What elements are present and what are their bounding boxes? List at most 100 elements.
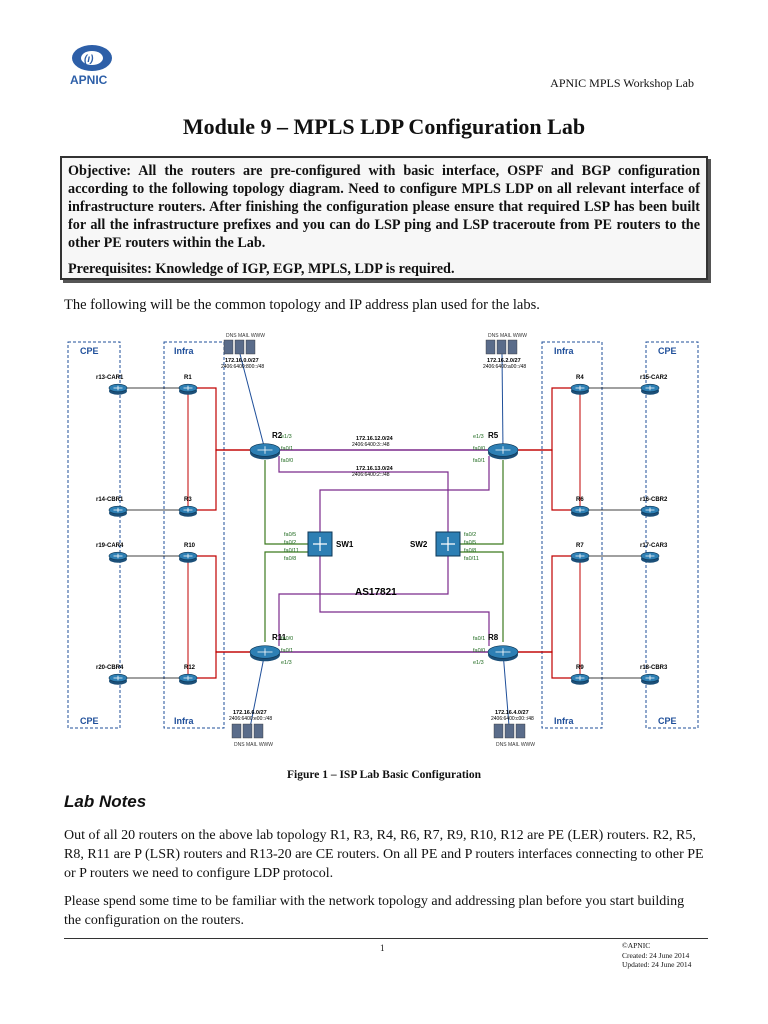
apnic-logo: (ı) APNIC — [64, 42, 118, 88]
infra-label-tr: Infra — [554, 346, 574, 356]
p-router-r8-arrows — [495, 648, 511, 656]
ce-router-r15-car2-arrows — [645, 385, 655, 391]
switch-sw1: SW1 — [307, 531, 354, 557]
server-1-caption: DNS MAIL WWW — [488, 333, 527, 339]
pe-router-r10: R10 — [178, 543, 198, 563]
server-2-caption: DNS MAIL WWW — [234, 742, 273, 748]
p-router-r5-arrows — [495, 446, 511, 454]
ce-router-r15-car2-label: r15-CAR2 — [640, 375, 668, 381]
ce-router-r14-cbr1: r14-CBR1 — [96, 497, 128, 517]
ce-router-r19-car4: r19-CAR4 — [96, 543, 128, 563]
p-router-r11-if-2: e1/3 — [281, 660, 292, 666]
server-1-unit-1 — [496, 339, 507, 355]
as-label: AS17821 — [355, 587, 397, 598]
p-router-r2-arrows — [257, 446, 273, 454]
cross-link-sw1-r8 — [319, 556, 490, 646]
pe-router-r10-arrows — [183, 553, 193, 559]
pe-router-r7-arrows — [575, 553, 585, 559]
pe-router-r7: R7 — [570, 543, 590, 563]
server-0-unit-0 — [223, 339, 234, 355]
cpe-zone-right — [645, 341, 699, 729]
cross-link-sw2-r2 — [278, 456, 449, 532]
sw-link-r8 — [460, 551, 504, 642]
p-pe-link-1 — [188, 449, 255, 511]
server-link-2 — [247, 651, 266, 739]
pe-router-r12-label: R12 — [184, 665, 196, 671]
server-0-caption: DNS MAIL WWW — [226, 333, 265, 339]
figure-caption: Figure 1 – ISP Lab Basic Configuration — [286, 769, 482, 781]
lab-notes-paragraph-1: Out of all 20 routers on the above lab t… — [64, 828, 704, 881]
ce-router-r17-car3-arrows — [645, 553, 655, 559]
p-router-r2-if-1: fa0/1 — [281, 446, 293, 452]
infra-zone-left — [163, 341, 225, 729]
ce-router-r13-car1: r13-CAR1 — [96, 375, 128, 395]
ce-router-r18-cbr3-arrows — [645, 675, 655, 681]
server-2: DNS MAIL WWW 172.16.6.0/272406:6400:e00::… — [229, 710, 273, 748]
switch-sw1-label: SW1 — [336, 540, 354, 549]
p-pe-link-7 — [513, 651, 580, 679]
server-1-net6: 2406:6400:a00::/48 — [483, 364, 526, 370]
core-net4-0: 172.16.12.0/24 — [356, 436, 394, 442]
page-number: 1 — [380, 943, 385, 953]
pe-router-r9: R9 — [570, 665, 590, 685]
sw-link-r5 — [460, 460, 504, 545]
lab-notes-paragraph-2: Please spend some time to be familiar wi… — [64, 894, 685, 928]
p-router-r8: R8 — [487, 633, 519, 662]
page-title: Module 9 – MPLS LDP Configuration Lab — [182, 114, 586, 139]
core-net6-0: 2406:6400:3::/48 — [352, 442, 390, 448]
server-3-net6: 2406:6400:c00::/48 — [491, 716, 534, 722]
switch-sw1-port-2: fa0/11 — [284, 548, 299, 554]
cross-link-sw2-r11 — [278, 556, 449, 646]
infra-label-bl: Infra — [174, 716, 194, 726]
server-0-net4: 172.16.0.0/27 — [225, 358, 259, 364]
p-router-r8-if-1: fa0/0 — [473, 648, 485, 654]
logo-text: APNIC — [70, 73, 108, 87]
server-2-unit-0 — [231, 723, 242, 739]
cross-link-sw1-r5 — [319, 456, 490, 532]
ce-router-r19-car4-label: r19-CAR4 — [96, 543, 124, 549]
p-router-r5-if-2: fa0/1 — [473, 458, 485, 464]
switch-sw2-port-3: fa0/11 — [464, 556, 479, 562]
pe-router-r3-arrows — [183, 507, 193, 513]
server-1-unit-0 — [485, 339, 496, 355]
pe-router-r9-arrows — [575, 675, 585, 681]
server-0-unit-1 — [234, 339, 245, 355]
objective-paragraph: Objective: All the routers are pre-confi… — [68, 163, 700, 251]
pe-router-r1-label: R1 — [184, 375, 192, 381]
cpe-label-br: CPE — [658, 716, 677, 726]
footer-copyright: ©APNIC — [622, 941, 651, 950]
p-pe-link-6 — [513, 555, 580, 653]
ce-router-r16-cbr2: r16-CBR2 — [640, 497, 668, 517]
server-2-net4: 172.16.6.0/27 — [233, 710, 267, 716]
ce-router-r17-car3-label: r17-CAR3 — [640, 543, 668, 549]
p-router-r8-label: R8 — [488, 633, 499, 642]
p-router-r8-if-0: fa0/1 — [473, 636, 485, 642]
infra-zone-right — [541, 341, 603, 729]
server-1-net4: 172.16.2.0/27 — [487, 358, 521, 364]
ce-router-r14-cbr1-label: r14-CBR1 — [96, 497, 124, 503]
ce-router-r18-cbr3: r18-CBR3 — [640, 665, 668, 685]
ce-router-r17-car3: r17-CAR3 — [640, 543, 668, 563]
server-0: DNS MAIL WWW172.16.0.0/272406:6400:800::… — [221, 333, 265, 370]
lab-notes-heading: Lab Notes — [64, 792, 147, 811]
cpe-label-tl: CPE — [80, 346, 99, 356]
p-router-r11-label: R11 — [272, 633, 287, 642]
switch-sw1-arrows — [313, 537, 327, 551]
prerequisites-paragraph: Prerequisites: Knowledge of IGP, EGP, MP… — [68, 261, 455, 277]
pe-router-r9-label: R9 — [576, 665, 584, 671]
server-2-net6: 2406:6400:e00::/48 — [229, 716, 272, 722]
p-router-r5-if-1: fa0/0 — [473, 446, 485, 452]
server-3-caption: DNS MAIL WWW — [496, 742, 535, 748]
server-1-unit-2 — [507, 339, 518, 355]
server-3-net4: 172.16.4.0/27 — [495, 710, 529, 716]
server-link-3 — [502, 651, 511, 739]
p-router-r5-label: R5 — [488, 431, 499, 440]
pe-router-r6-label: R6 — [576, 497, 584, 503]
pe-router-r4: R4 — [570, 375, 590, 395]
server-0-net6: 2406:6400:800::/48 — [221, 364, 264, 370]
server-link-1 — [501, 353, 504, 451]
cpe-label-tr: CPE — [658, 346, 677, 356]
topology-svg: CPE Infra Infra CPE CPE Infra Infra CPE … — [67, 333, 699, 748]
pe-router-r7-label: R7 — [576, 543, 584, 549]
server-0-unit-2 — [245, 339, 256, 355]
